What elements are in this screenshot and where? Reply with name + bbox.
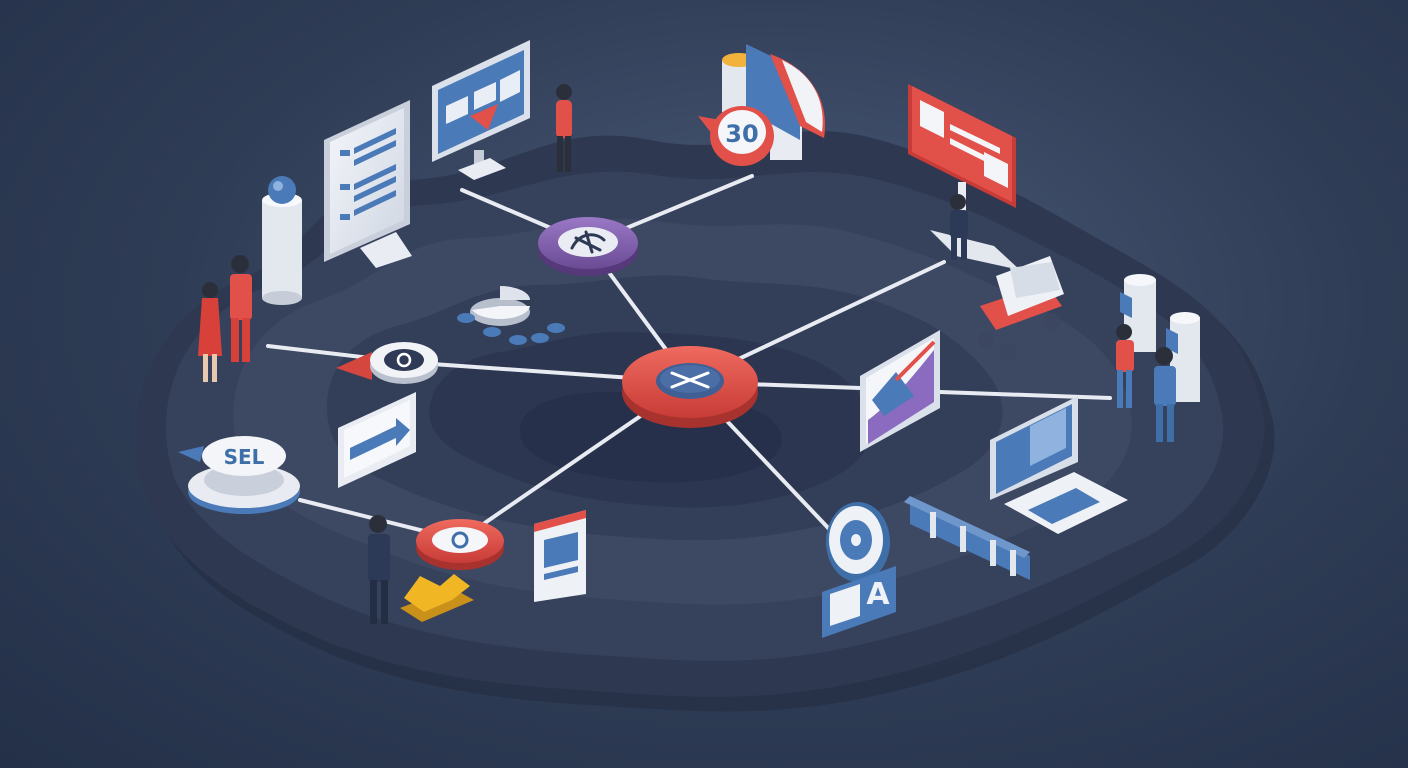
chart-board	[860, 330, 940, 452]
people	[198, 84, 1176, 624]
tool-rack	[904, 496, 1030, 580]
cross-arrows-icon	[670, 371, 710, 389]
document-monitor	[324, 100, 412, 268]
sel-label: SEL	[224, 445, 265, 469]
person-right-woman	[1116, 324, 1134, 408]
arrow-sign	[338, 392, 416, 488]
yellow-blocks	[400, 574, 474, 622]
badge-number: 30	[725, 120, 758, 148]
document-stand	[534, 510, 586, 602]
connector-icon	[570, 230, 606, 254]
sign-letter: A	[866, 577, 890, 612]
person-top-woman	[556, 84, 572, 172]
person-bottom-man	[368, 515, 390, 624]
person-left-man	[230, 255, 252, 362]
desktop-computer	[990, 396, 1128, 534]
center-hub	[622, 346, 758, 428]
server-pillar	[262, 176, 302, 305]
dashboard-monitor	[432, 40, 530, 180]
person-sign-man	[950, 194, 968, 260]
delivery-cart	[978, 256, 1064, 361]
person-left-woman	[198, 282, 222, 382]
left-hub	[336, 342, 438, 384]
badge-tower: 30	[698, 44, 826, 166]
bottom-hub	[416, 519, 504, 570]
person-right-man	[1154, 347, 1176, 442]
link-chart-people	[938, 390, 1112, 400]
disc-sign: A	[822, 502, 896, 638]
pie-chart-model	[457, 286, 565, 345]
sel-badge: SEL	[178, 436, 300, 514]
gear-icon	[451, 531, 469, 549]
top-hub	[538, 217, 638, 276]
gear-icon	[396, 352, 412, 368]
